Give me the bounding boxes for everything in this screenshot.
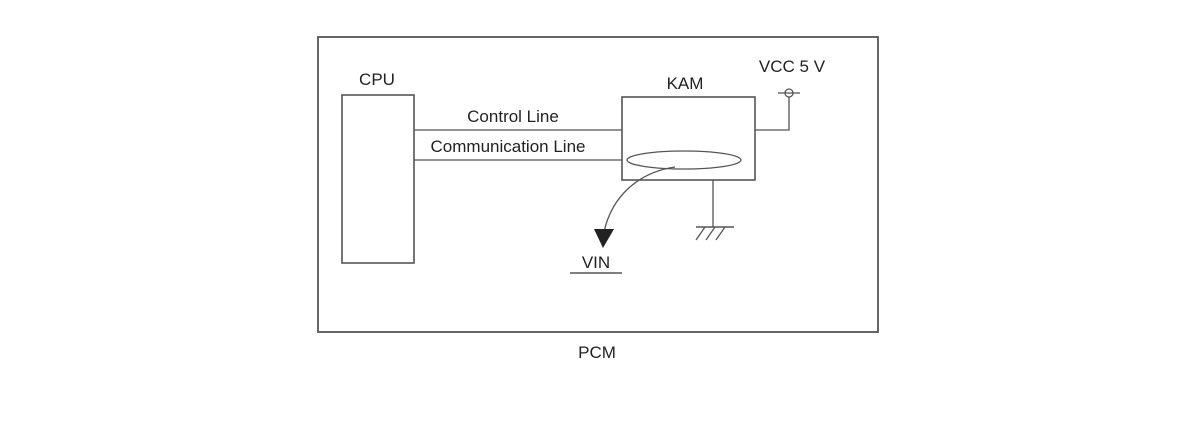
cpu-label: CPU xyxy=(359,70,395,89)
pcm-boundary xyxy=(317,36,879,333)
kam-block xyxy=(621,96,756,181)
vin-label: VIN xyxy=(582,253,610,272)
vin-arrow xyxy=(603,166,676,233)
pcm-label: PCM xyxy=(578,343,616,362)
control-line-label: Control Line xyxy=(467,107,559,126)
ground-symbol xyxy=(695,226,734,241)
vin-arrowhead xyxy=(594,229,614,248)
vcc-label: VCC 5 V xyxy=(759,57,826,76)
cpu-block xyxy=(341,94,415,264)
data-ellipse xyxy=(626,150,742,170)
vcc-wire xyxy=(755,97,790,131)
communication-line-label: Communication Line xyxy=(431,137,586,156)
kam-label: KAM xyxy=(667,74,704,93)
